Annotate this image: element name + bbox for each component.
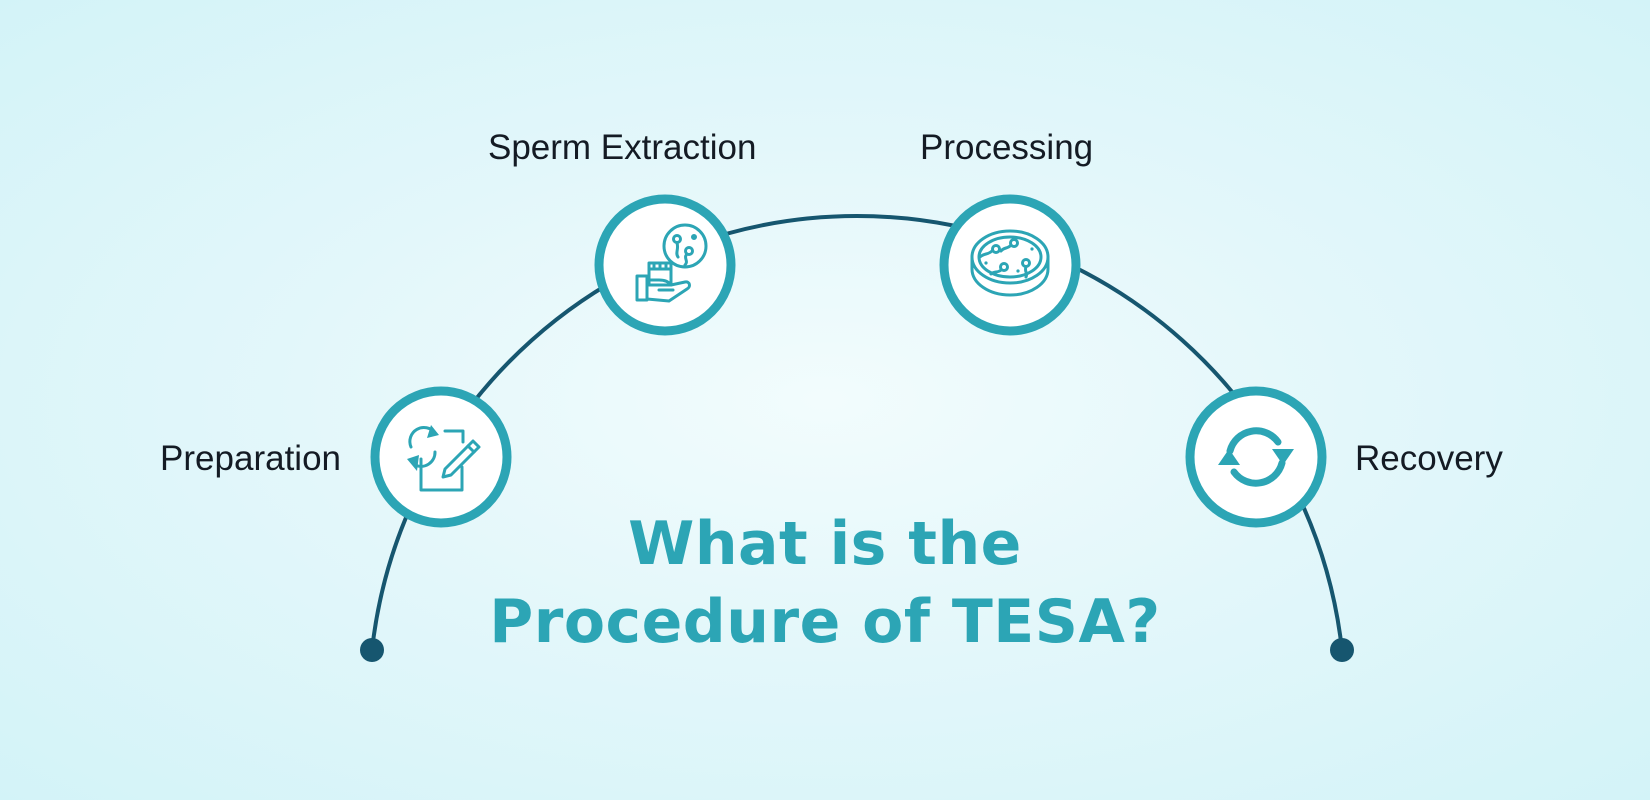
- headline-line-2: Procedure of TESA?: [489, 587, 1161, 657]
- step-label-preparation: Preparation: [160, 439, 341, 478]
- step-label-recovery: Recovery: [1355, 439, 1503, 478]
- petri-dish-sperm-icon: [970, 229, 1050, 297]
- headline-line-1: What is the: [628, 509, 1022, 579]
- step-recovery: [1185, 386, 1327, 528]
- arc-end-dot: [1330, 638, 1354, 662]
- step-processing-circle: [939, 194, 1081, 336]
- step-sperm-extraction: [594, 194, 736, 336]
- hand-sample-sperm-icon: [635, 223, 708, 303]
- circular-arrows-icon: [1218, 427, 1294, 487]
- step-preparation-circle: [370, 386, 512, 528]
- step-label-processing: Processing: [920, 128, 1094, 167]
- refresh-edit-icon: [407, 425, 481, 492]
- step-preparation: [370, 386, 512, 528]
- step-label-sperm-extraction: Sperm Extraction: [488, 128, 757, 167]
- arc-start-dot: [360, 638, 384, 662]
- step-processing: [939, 194, 1081, 336]
- step-recovery-circle: [1185, 386, 1327, 528]
